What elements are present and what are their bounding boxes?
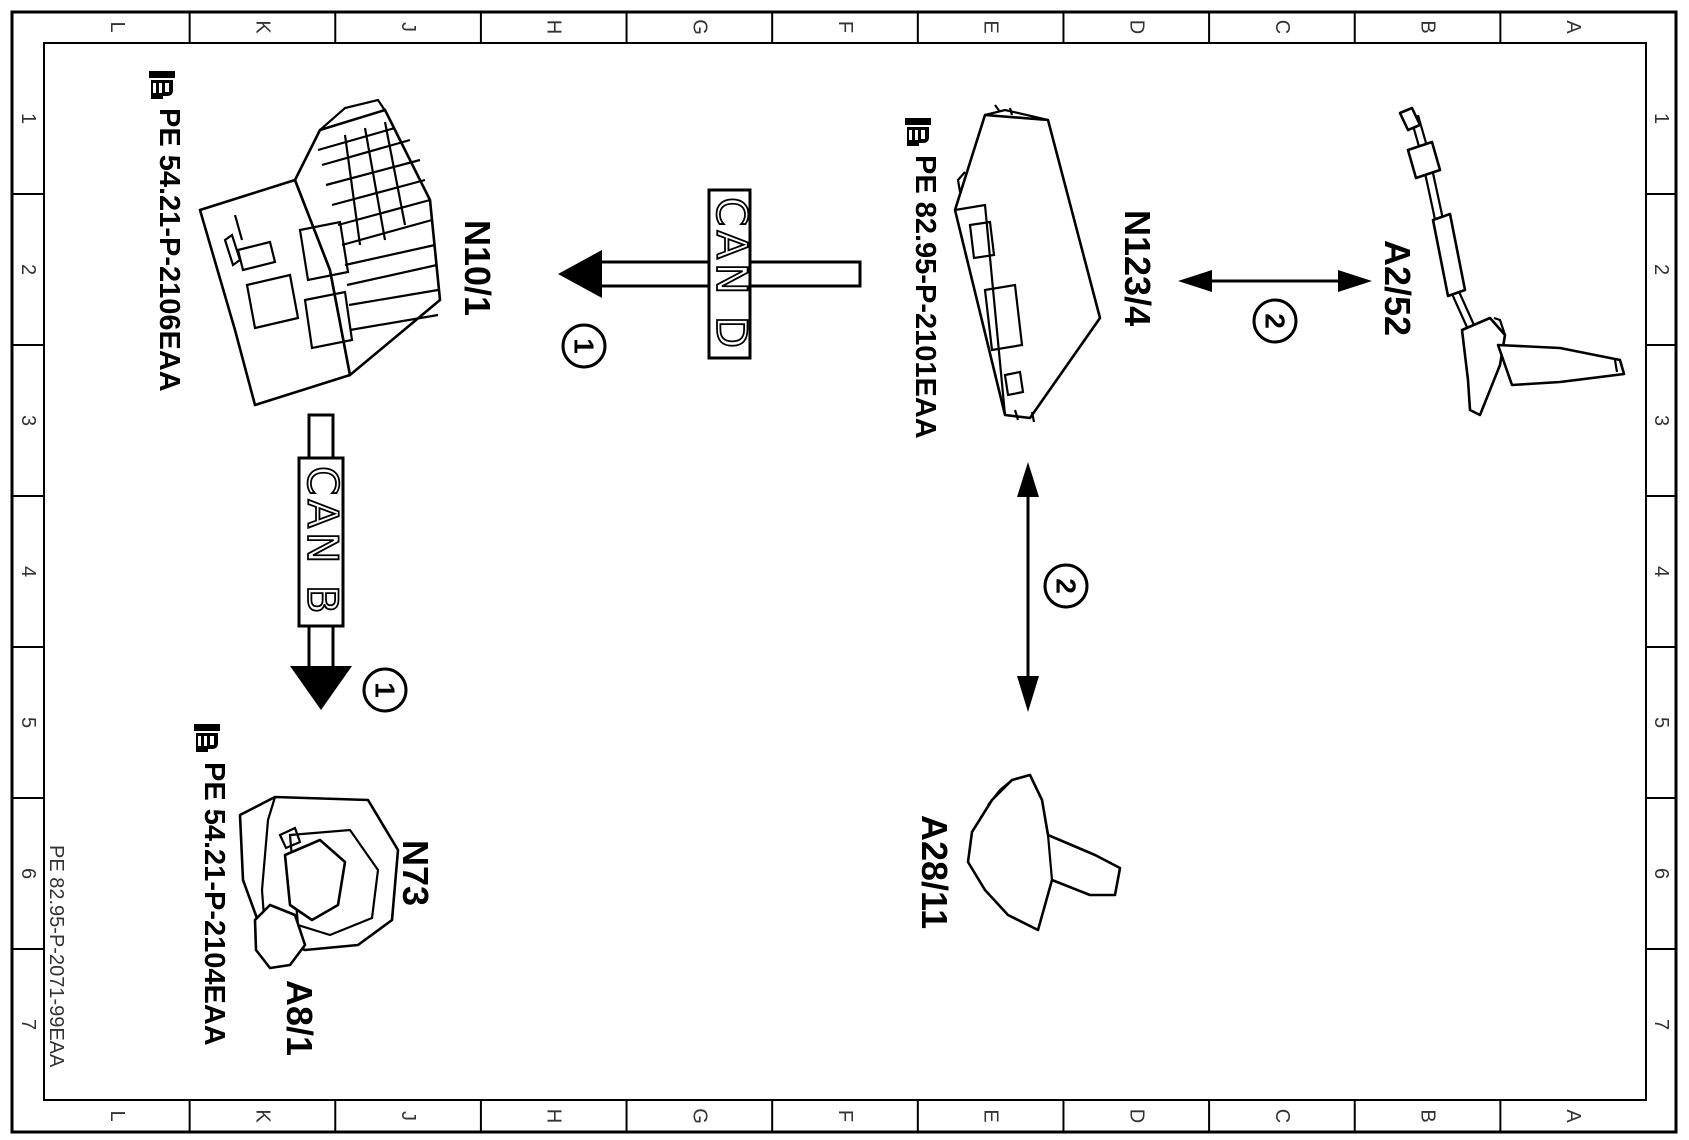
n123-4-module-drawing [953,104,1102,423]
row-labels-right: 1 2 3 4 5 6 7 [1650,113,1672,1030]
n73-label: N73 [395,840,436,906]
zone-column-label: H [543,20,565,34]
document-number: PE 82.95-P-2071-99EAA [45,845,67,1068]
zone-row-label: 2 [1650,264,1672,275]
zone-column-label: D [1125,20,1147,34]
zone-column-label: G [688,19,710,35]
a2-52-antenna-drawing [1398,106,1626,417]
zone-column-label: J [397,1111,419,1121]
can-d-label: CAN D [707,197,756,352]
svg-text:2: 2 [1260,313,1291,329]
a28-11-link-arrow [1017,462,1039,712]
can-d-connection-number: 1 [561,323,607,369]
zone-row-label: 1 [1650,113,1672,124]
zone-column-label: G [688,1108,710,1124]
zone-column-label: C [1271,20,1293,34]
zone-column-label: J [397,22,419,32]
row-labels-left: 1 2 3 4 5 6 7 [17,113,39,1030]
can-b-label: CAN B [298,466,347,618]
n123-4-label: N123/4 [1117,210,1158,326]
can-d-bus-arrow [558,188,862,360]
zone-column-label: F [834,21,856,33]
n123-4-reference: PE 82.95-P-2101EAA [909,155,941,439]
zone-column-label: E [980,1109,1002,1122]
zone-row-label: 7 [17,1019,39,1030]
svg-text:1: 1 [569,338,600,354]
a2-52-label: A2/52 [1377,240,1418,336]
zone-column-label: A [1562,1109,1584,1123]
zone-column-label: C [1271,1109,1293,1123]
can-b-bus-arrow [290,413,352,710]
reference-hand-icon [905,118,931,146]
zone-row-label: 4 [1650,566,1672,577]
reference-hand-icon [149,71,175,99]
a28-11-antenna-drawing [966,773,1122,932]
zone-column-label: L [106,1110,128,1121]
a28-11-link-number: 2 [1043,563,1089,609]
n73-ignition-switch-drawing [238,795,400,970]
a28-11-label: A28/11 [914,815,955,929]
n73-reference: PE 54.21-P-2104EAA [198,762,230,1046]
zone-row-label: 5 [17,717,39,728]
can-b-connection-number: 1 [362,667,408,713]
zone-column-label: E [980,20,1002,33]
n10-1-module-drawing [198,98,442,407]
zone-column-label: D [1125,1109,1147,1123]
n10-1-label: N10/1 [457,220,498,316]
a8-1-label: A8/1 [279,980,320,1056]
zone-row-label: 3 [1650,415,1672,426]
zone-row-label: 4 [17,566,39,577]
reference-hand-icon [194,724,220,752]
zone-row-label: 7 [1650,1019,1672,1030]
a2-52-link-arrow [1178,270,1372,292]
zone-column-label: F [834,1110,856,1122]
zone-row-label: 3 [17,415,39,426]
zone-column-label: B [1417,20,1439,33]
zone-column-label: L [106,21,128,32]
a2-52-link-number: 2 [1252,298,1298,344]
zone-row-label: 6 [1650,868,1672,879]
zone-row-label: 1 [17,113,39,124]
zone-column-label: K [251,20,273,34]
svg-text:2: 2 [1051,578,1082,594]
zone-row-label: 6 [17,868,39,879]
n10-1-reference: PE 54.21-P-2106EAA [153,108,185,392]
zone-column-label: B [1417,1109,1439,1122]
zone-column-label: A [1562,20,1584,34]
zone-column-label: H [543,1109,565,1123]
zone-column-label: K [251,1109,273,1123]
zone-row-label: 2 [17,264,39,275]
svg-text:1: 1 [370,682,401,698]
zone-row-label: 5 [1650,717,1672,728]
